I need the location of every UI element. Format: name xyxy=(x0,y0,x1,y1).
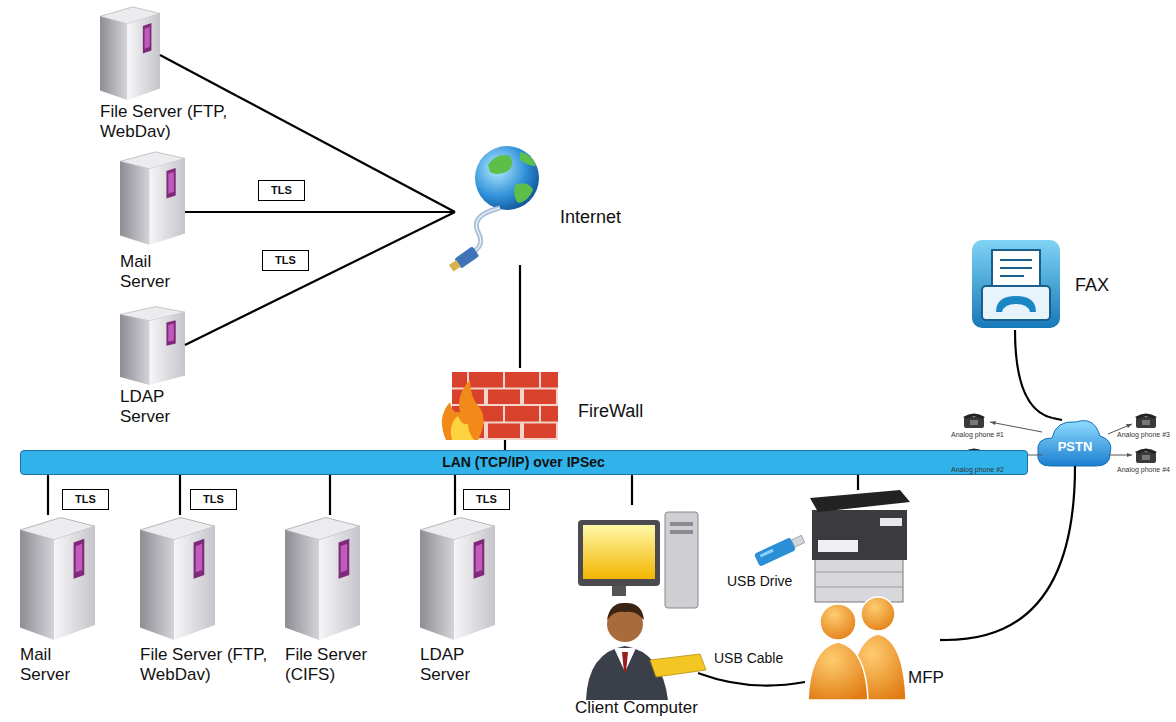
connector-line xyxy=(519,270,521,368)
node-label: FAX xyxy=(1075,275,1109,296)
cable-label: USB Cable xyxy=(712,650,785,666)
server-node: File Server (FTP, WebDav) xyxy=(140,515,277,687)
wire-stub xyxy=(504,440,506,443)
connector-line xyxy=(47,475,49,515)
client-node: Client Computer xyxy=(570,505,700,720)
connector-line xyxy=(1015,330,1053,418)
phone-label: Analog phone #1 xyxy=(951,431,1004,439)
node-label: File Server (FTP, WebDav) xyxy=(140,645,275,684)
connector-line xyxy=(329,475,331,515)
node-label: File Server (CIFS) xyxy=(285,645,410,684)
phone-label: Analog phone #4 xyxy=(1117,466,1170,474)
phone-label: Analog phone #3 xyxy=(1117,431,1170,439)
wire-stub xyxy=(1053,418,1062,420)
wire-stub xyxy=(519,265,521,270)
connector-line xyxy=(631,475,633,505)
connector-line xyxy=(857,475,859,490)
node-label: Mail Server xyxy=(120,252,182,291)
node-label: PSTN xyxy=(1040,440,1110,455)
globe-icon xyxy=(448,146,539,273)
server-node: LDAP Server xyxy=(118,305,185,429)
fax-node: FAX xyxy=(970,238,1112,330)
pstn-node: PSTN xyxy=(1040,418,1110,466)
node-label: LDAP Server xyxy=(120,387,182,426)
connector-line xyxy=(946,466,1075,640)
connector-line xyxy=(700,674,805,686)
fax-icon xyxy=(972,240,1060,328)
protocol-tag: TLS xyxy=(262,250,309,271)
connector-line xyxy=(237,96,455,212)
mfp-icon xyxy=(810,490,910,602)
node-label: USB Drive xyxy=(727,573,792,589)
server-node: File Server (CIFS) xyxy=(285,515,412,687)
node-label: Internet xyxy=(560,207,621,228)
protocol-tag: TLS xyxy=(190,489,237,510)
usb-drive-node: USB Drive xyxy=(727,533,802,592)
node-label: Client Computer xyxy=(575,698,698,718)
pstn-cloud xyxy=(1038,421,1111,466)
firewall-node: FireWall xyxy=(445,368,646,443)
server-node: Mail Server xyxy=(20,515,95,687)
lan-band: LAN (TCP/IP) over IPSec xyxy=(20,450,1028,475)
usb-drive-icon xyxy=(754,533,806,567)
user-figures xyxy=(808,597,906,700)
phone-label: Analog phone #2 xyxy=(951,466,1004,474)
server-node: File Server (FTP, WebDav) xyxy=(95,2,237,144)
connector-line xyxy=(185,211,455,213)
firewall-icon xyxy=(442,372,558,440)
node-label: FireWall xyxy=(578,401,643,422)
node-label: File Server (FTP, WebDav) xyxy=(100,102,235,141)
connector-line xyxy=(454,475,456,515)
node-label: Mail Server xyxy=(20,645,82,684)
connector-line xyxy=(179,475,181,515)
wire-stub xyxy=(160,55,237,96)
node-label: LDAP Server xyxy=(420,645,482,684)
protocol-tag: TLS xyxy=(463,489,510,510)
node-label: LAN (TCP/IP) over IPSec xyxy=(21,454,1026,470)
server-node: Mail Server xyxy=(118,150,185,294)
mfp-node: MFP xyxy=(805,490,946,695)
server-icons xyxy=(20,7,495,640)
client-computer-icon xyxy=(578,512,706,700)
connector-line xyxy=(504,443,506,450)
protocol-tag: TLS xyxy=(258,180,305,201)
node-label: MFP xyxy=(908,668,944,688)
server-node: LDAP Server xyxy=(420,515,495,687)
wire-stub xyxy=(698,672,700,675)
protocol-tag: TLS xyxy=(62,489,109,510)
internet-node: Internet xyxy=(455,145,624,270)
connector-line xyxy=(185,212,455,345)
wire-stub xyxy=(940,639,946,641)
